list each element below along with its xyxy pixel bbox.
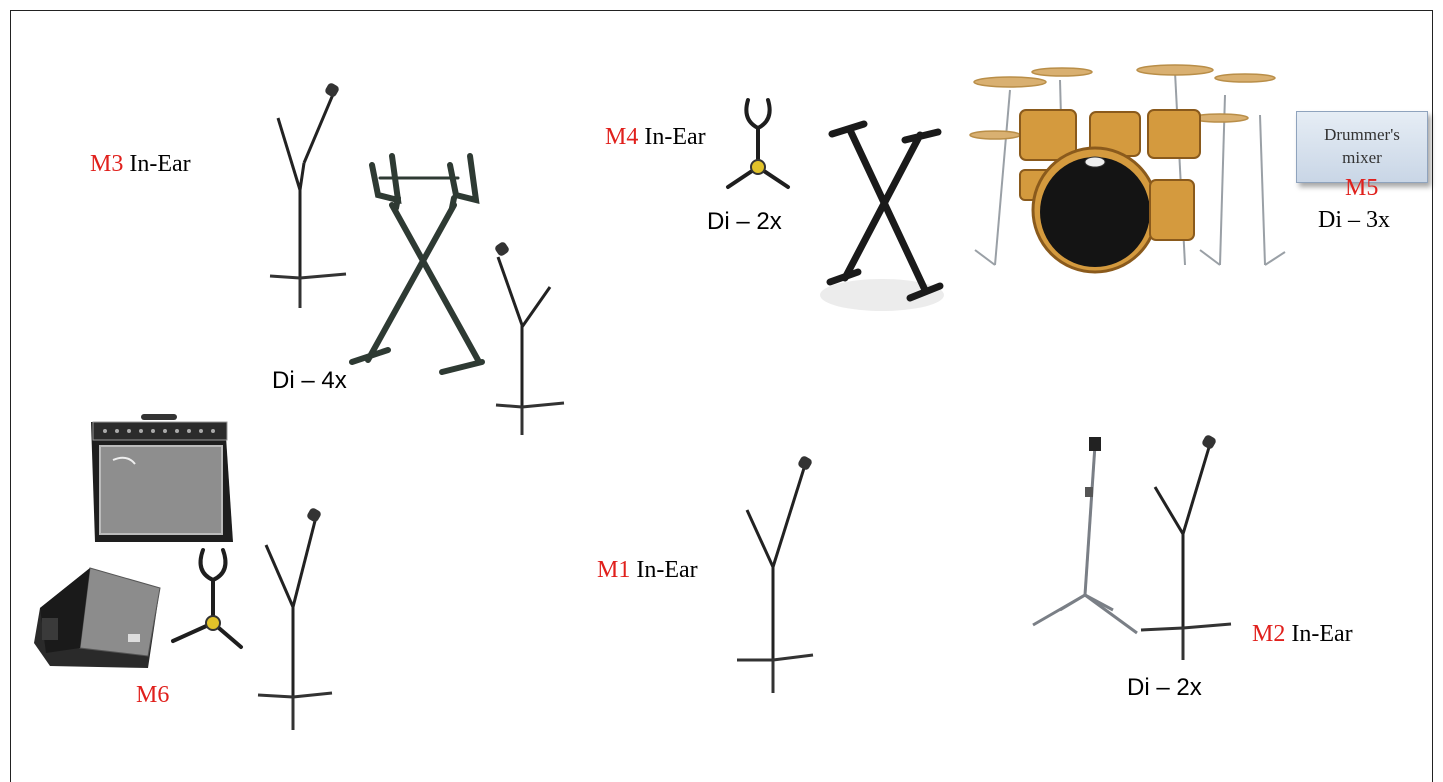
monitor-id: M1 <box>597 557 631 583</box>
monitor-label-m5: M5 <box>1345 176 1378 200</box>
monitor-type: In-Ear <box>636 557 698 583</box>
drummers-mixer: Drummer's mixer <box>1296 111 1428 183</box>
monitor-label-m1: M1 In-Ear <box>597 558 698 582</box>
mic-stand-icon <box>262 78 352 318</box>
monitor-label-m6: M6 <box>136 683 169 707</box>
monitor-label-m4: M4 In-Ear <box>605 125 706 149</box>
monitor-label-m3: M3 In-Ear <box>90 152 191 176</box>
monitor-id: M5 <box>1345 175 1379 201</box>
mic-stand-icon <box>725 455 820 700</box>
guitar-stand-icon <box>165 545 245 655</box>
drum-kit-icon <box>969 60 1286 275</box>
mic-stand-icon <box>1135 432 1235 667</box>
monitor-type: In-Ear <box>129 151 191 177</box>
di-label-center: Di – 2x <box>707 208 782 235</box>
keyboard-x-stand-icon <box>349 150 495 380</box>
monitor-type: In-Ear <box>644 124 706 150</box>
di-label-drums: Di – 3x <box>1318 207 1390 233</box>
mic-stand-icon <box>248 505 338 735</box>
monitor-id: M4 <box>605 124 639 150</box>
keyboard-x-stand-icon <box>820 110 945 311</box>
cymbal-stand-icon <box>1025 435 1145 645</box>
guitar-stand-icon <box>718 95 793 195</box>
floor-wedge-monitor-icon <box>30 567 165 678</box>
mixer-label-line1: Drummer's <box>1324 125 1400 145</box>
mic-stand-icon <box>490 235 570 440</box>
monitor-id: M3 <box>90 151 124 177</box>
di-label-right: Di – 2x <box>1127 674 1202 701</box>
monitor-type: In-Ear <box>1291 621 1353 647</box>
mixer-label-line2: mixer <box>1342 148 1382 167</box>
monitor-id: M2 <box>1252 621 1286 647</box>
di-label-keyboards: Di – 4x <box>272 367 347 394</box>
guitar-amp-icon <box>85 412 235 547</box>
monitor-id: M6 <box>136 682 170 708</box>
monitor-label-m2: M2 In-Ear <box>1252 622 1353 646</box>
